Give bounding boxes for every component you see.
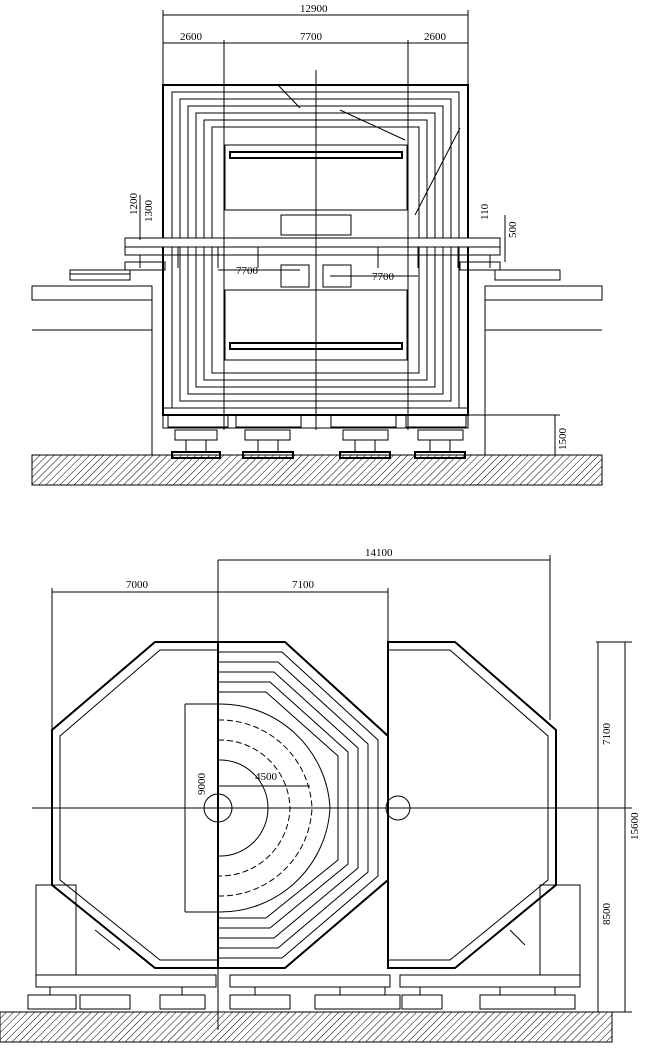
- dim-front-height-total: 15600: [629, 812, 641, 840]
- dim-side-right: 2600: [424, 31, 447, 43]
- dim-side-left-v1: 1200: [128, 193, 140, 216]
- side-view: 12900 2600 7700 2600 7700 7700 1200 1300…: [31, 3, 603, 486]
- centre-yoke: [217, 641, 389, 969]
- dim-front-left: 7000: [126, 579, 149, 591]
- ground-hatch-bottom: [0, 1011, 613, 1043]
- dim-front-height-lower: 8500: [601, 903, 613, 926]
- layer-callouts: [277, 84, 461, 216]
- right-door-octagon: [387, 641, 557, 969]
- jacks-bottom: [27, 987, 576, 1010]
- dim-side-overall: 12900: [300, 3, 328, 15]
- dim-front-center: 7100: [292, 579, 315, 591]
- dim-front-overall: 14100: [365, 547, 393, 559]
- dim-side-foot: 1500: [557, 428, 569, 451]
- dim-side-right-v1: 110: [479, 203, 491, 220]
- floor-right: [484, 269, 603, 331]
- dim-side-middle: 7700: [300, 31, 323, 43]
- dim-front-height-upper: 7100: [601, 723, 613, 746]
- dim-side-inner-right: 7700: [372, 271, 395, 283]
- dim-side-left-v2: 1300: [143, 200, 155, 223]
- dim-side-inner-left: 7700: [236, 265, 259, 277]
- floor-left: [31, 269, 153, 331]
- dim-side-right-v2: 500: [507, 221, 519, 238]
- left-door-octagon: [51, 641, 219, 969]
- jacks-top: [171, 429, 466, 459]
- dim-front-inner-height: 9000: [196, 773, 208, 796]
- beam-posts: [177, 247, 459, 268]
- front-view: 14100 7000 7100 15600 7100 8500 9000 450…: [0, 547, 641, 1043]
- dim-front-radius: 4500: [255, 771, 278, 783]
- side-beam: [124, 237, 501, 248]
- ground-hatch-top: [31, 454, 603, 486]
- dim-side-left: 2600: [180, 31, 203, 43]
